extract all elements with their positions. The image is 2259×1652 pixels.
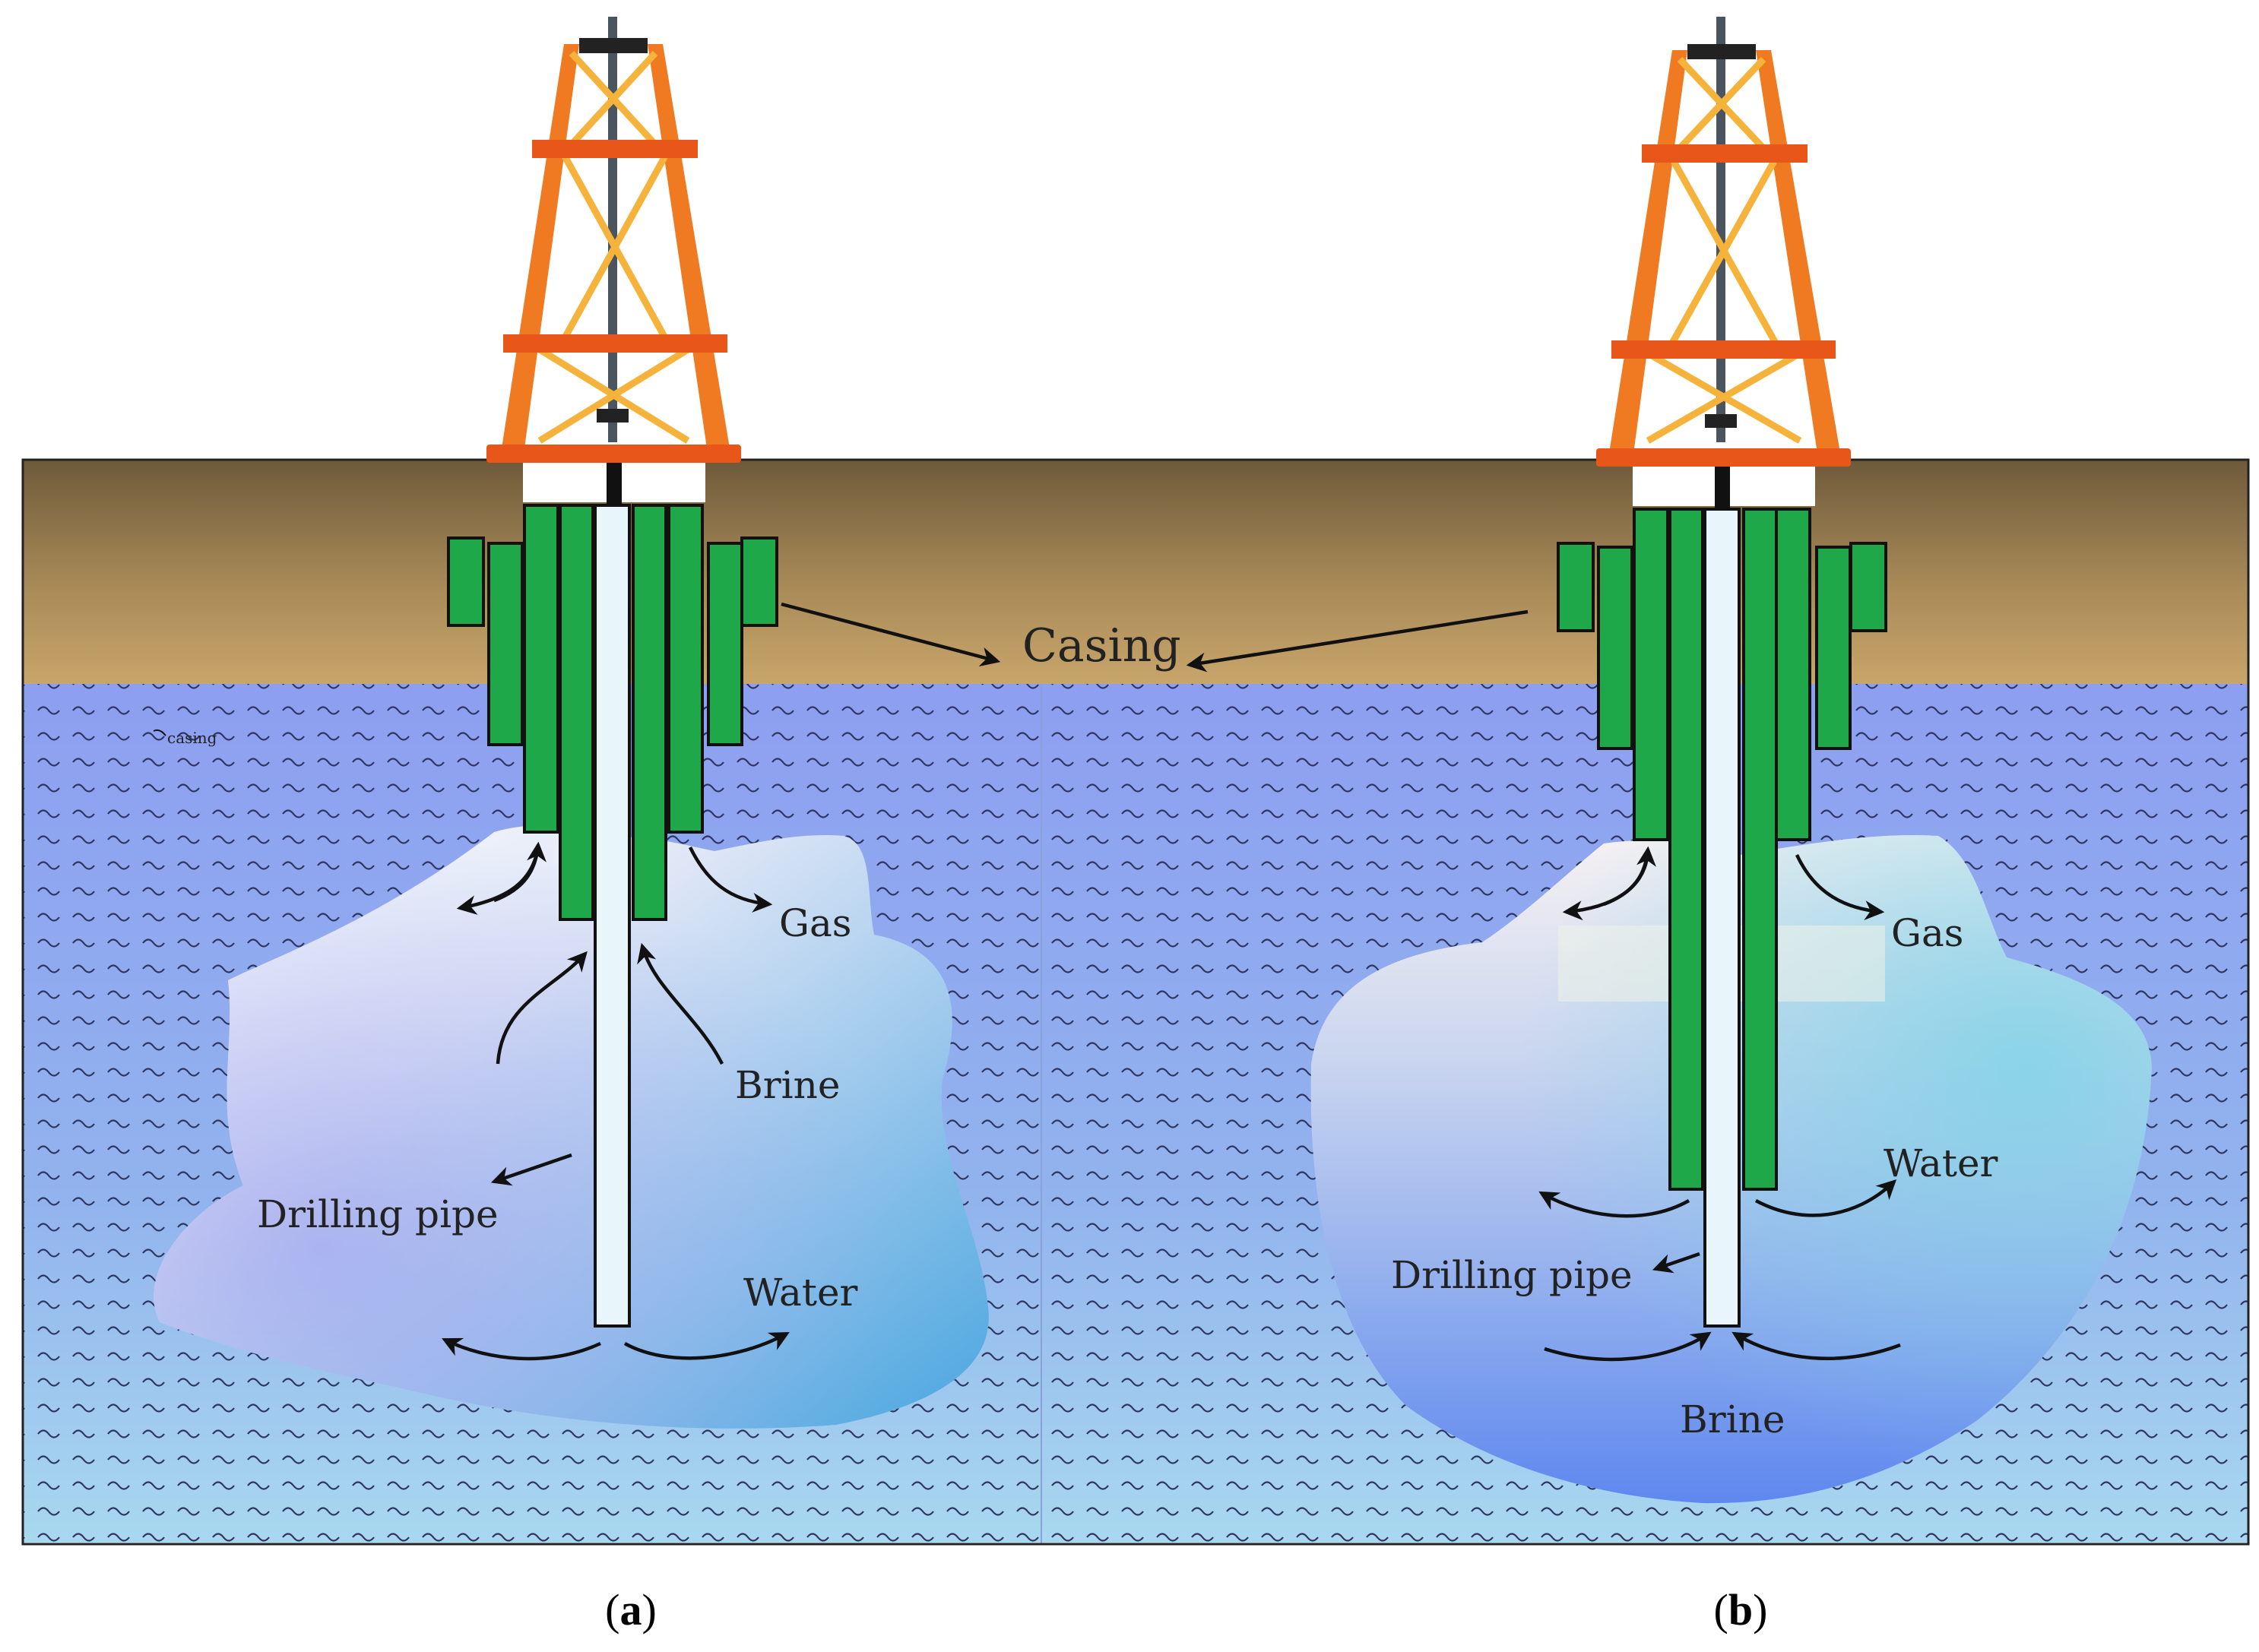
casing-b-outer-right	[1815, 546, 1852, 750]
casing-a-mid-right	[667, 504, 704, 834]
casing-b	[1557, 508, 1887, 1328]
label-b-gas: Gas	[1891, 911, 1963, 955]
label-a-water: Water	[743, 1271, 858, 1315]
derrick-a-braces	[537, 50, 690, 444]
arrow-b-brine-left	[1544, 1331, 1712, 1362]
arrow-a-drilling-pipe	[490, 1153, 572, 1186]
arrow-a-water-right	[623, 1331, 790, 1360]
derrick-a-rail-1	[532, 140, 698, 158]
arrow-a-water-left	[442, 1337, 601, 1361]
arrow-b-water-left	[1538, 1191, 1690, 1218]
casing-a-mid-left	[523, 504, 559, 834]
arrow-b-brine-right	[1731, 1331, 1901, 1360]
arrow-a-brine-right	[637, 942, 724, 1065]
label-b-water: Water	[1884, 1141, 1998, 1185]
derrick-a-leg-left	[502, 44, 579, 448]
derrick-b-rail-1	[1642, 144, 1808, 163]
label-b-drilling-pipe: Drilling pipe	[1391, 1253, 1633, 1297]
casing-a-outer-right-short	[740, 536, 778, 627]
casing-b-outer-left-short	[1557, 542, 1595, 632]
derrick-b-floor	[1596, 448, 1851, 467]
arrow-a-brine-left	[496, 951, 588, 1065]
derrick-b-leg-right	[1756, 50, 1839, 448]
casing-a	[447, 504, 778, 1328]
label-a-drilling-pipe: Drilling pipe	[257, 1192, 499, 1236]
derrick-b-leg-left	[1610, 50, 1687, 448]
derrick-a	[486, 17, 741, 505]
arrow-b-drilling-pipe	[1652, 1252, 1700, 1274]
label-a-brine: Brine	[735, 1063, 840, 1107]
casing-b-inner-right	[1742, 508, 1778, 1191]
label-casing-small-tick	[153, 729, 166, 736]
arrow-a-gas-right	[688, 847, 773, 913]
derrick-b-rail-2	[1611, 340, 1836, 359]
label-b-brine: Brine	[1680, 1397, 1785, 1442]
cavern-a	[154, 825, 989, 1429]
derrick-a-floor	[486, 445, 741, 463]
derrick-b	[1596, 17, 1851, 508]
drilling-pipe-b	[1703, 508, 1741, 1328]
casing-arrow-left	[781, 602, 1001, 667]
label-casing: Casing	[1022, 619, 1181, 673]
arrow-b-water-right	[1754, 1179, 1897, 1217]
arrow-b-gas-right	[1795, 854, 1885, 920]
derrick-a-stem	[607, 463, 622, 505]
derrick-b-block	[1705, 414, 1737, 428]
casing-callout-arrows	[781, 602, 1529, 673]
derrick-b-braces	[1646, 56, 1802, 444]
label-a-gas: Gas	[779, 901, 851, 945]
casing-a-outer-left	[487, 542, 524, 746]
casing-a-outer-right	[707, 542, 743, 746]
flow-arrows-a	[442, 841, 790, 1361]
cavern-a-tint	[154, 825, 989, 1429]
arrow-a-gas-left-up	[493, 841, 547, 903]
casing-a-inner-left	[559, 504, 594, 921]
ground-frame	[21, 458, 2250, 1546]
derrick-a-block	[597, 409, 629, 422]
casing-b-outer-left	[1597, 546, 1633, 750]
casing-b-mid-left	[1633, 508, 1669, 841]
caption-b: (b)	[1714, 1585, 1768, 1635]
derrick-a-crown	[579, 38, 648, 53]
casing-b-inner-left	[1668, 508, 1704, 1191]
caption-b-letter: b	[1728, 1585, 1753, 1635]
caption-a-letter: a	[620, 1585, 642, 1635]
casing-arrow-right	[1186, 609, 1529, 673]
derrick-a-leg-right	[648, 44, 730, 448]
drilling-pipe-a	[594, 504, 631, 1328]
label-casing-small: casing	[167, 729, 217, 747]
derrick-b-crown	[1687, 44, 1756, 59]
derrick-b-stem	[1715, 467, 1730, 508]
derrick-a-rail-2	[503, 334, 727, 353]
arrow-b-gas-left-up	[1603, 846, 1656, 907]
derrick-b-mast	[1716, 17, 1725, 442]
casing-a-inner-right	[632, 504, 667, 921]
flow-arrows-b	[1538, 846, 1901, 1362]
caption-a: (a)	[605, 1585, 657, 1635]
casing-b-outer-right-short	[1849, 542, 1887, 632]
casing-a-outer-left-short	[447, 536, 485, 627]
derrick-a-mast	[608, 17, 617, 442]
casing-b-mid-right	[1775, 508, 1811, 841]
